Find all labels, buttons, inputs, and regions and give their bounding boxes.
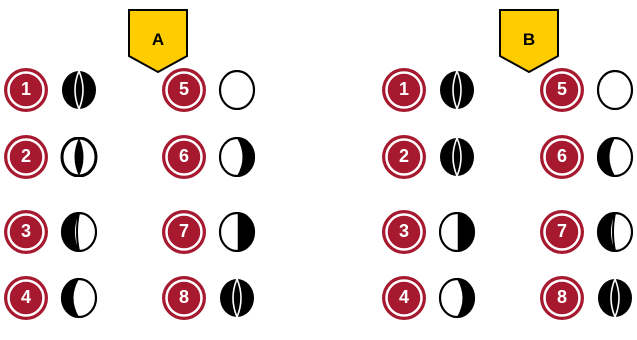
full-icon bbox=[436, 70, 478, 110]
number-badge: 2 bbox=[380, 133, 428, 181]
number-badge: 8 bbox=[538, 274, 586, 322]
number-label: 4 bbox=[380, 287, 428, 308]
phase-item-5: 5 bbox=[160, 66, 270, 114]
number-label: 6 bbox=[160, 146, 208, 167]
number-label: 7 bbox=[160, 221, 208, 242]
phase-item-5: 5 bbox=[538, 66, 637, 114]
phase-item-2: 2 bbox=[2, 133, 112, 181]
panel-label: A bbox=[127, 30, 189, 50]
number-label: 3 bbox=[380, 221, 428, 242]
number-label: 8 bbox=[160, 287, 208, 308]
full-icon bbox=[216, 278, 258, 318]
half-right-icon bbox=[436, 212, 478, 252]
number-label: 5 bbox=[538, 79, 586, 100]
half-dark-icon bbox=[58, 137, 100, 177]
number-badge: 7 bbox=[538, 208, 586, 256]
phase-item-2: 2 bbox=[380, 133, 490, 181]
panel-b: B 1 2 3 4 5 6 7 8 bbox=[318, 0, 636, 340]
phase-item-6: 6 bbox=[160, 133, 270, 181]
panel-label-tag: B bbox=[498, 0, 560, 76]
number-badge: 6 bbox=[160, 133, 208, 181]
number-label: 6 bbox=[538, 146, 586, 167]
number-badge: 1 bbox=[380, 66, 428, 114]
number-label: 2 bbox=[380, 146, 428, 167]
phase-item-6: 6 bbox=[538, 133, 637, 181]
phase-item-4: 4 bbox=[2, 274, 112, 322]
crescent-left-icon bbox=[594, 137, 636, 177]
number-badge: 6 bbox=[538, 133, 586, 181]
number-badge: 7 bbox=[160, 208, 208, 256]
phase-item-3: 3 bbox=[2, 208, 112, 256]
phase-item-1: 1 bbox=[2, 66, 112, 114]
phase-item-7: 7 bbox=[538, 208, 637, 256]
number-badge: 1 bbox=[2, 66, 50, 114]
number-badge: 5 bbox=[538, 66, 586, 114]
phase-item-3: 3 bbox=[380, 208, 490, 256]
panel-label: B bbox=[498, 30, 560, 50]
crescent-light-icon bbox=[58, 212, 100, 252]
phase-item-8: 8 bbox=[160, 274, 270, 322]
panel-label-tag: A bbox=[127, 0, 189, 76]
phase-item-8: 8 bbox=[538, 274, 637, 322]
number-label: 4 bbox=[2, 287, 50, 308]
number-label: 1 bbox=[2, 79, 50, 100]
number-badge: 2 bbox=[2, 133, 50, 181]
crescent-light-icon bbox=[594, 212, 636, 252]
full-icon bbox=[594, 278, 636, 318]
number-badge: 3 bbox=[380, 208, 428, 256]
panel-a: A 1 2 3 4 5 6 7 8 bbox=[0, 0, 318, 340]
half-right-icon bbox=[216, 212, 258, 252]
number-badge: 3 bbox=[2, 208, 50, 256]
number-label: 7 bbox=[538, 221, 586, 242]
full-icon bbox=[58, 70, 100, 110]
crescent-right-icon bbox=[216, 137, 258, 177]
number-label: 3 bbox=[2, 221, 50, 242]
crescent-right-icon bbox=[436, 278, 478, 318]
number-label: 1 bbox=[380, 79, 428, 100]
phase-item-4: 4 bbox=[380, 274, 490, 322]
number-label: 2 bbox=[2, 146, 50, 167]
empty-circle-icon bbox=[216, 70, 258, 110]
number-badge: 8 bbox=[160, 274, 208, 322]
number-badge: 5 bbox=[160, 66, 208, 114]
number-label: 5 bbox=[160, 79, 208, 100]
number-label: 8 bbox=[538, 287, 586, 308]
phase-item-7: 7 bbox=[160, 208, 270, 256]
empty-circle-icon bbox=[594, 70, 636, 110]
number-badge: 4 bbox=[380, 274, 428, 322]
phase-item-1: 1 bbox=[380, 66, 490, 114]
full-icon bbox=[436, 137, 478, 177]
number-badge: 4 bbox=[2, 274, 50, 322]
crescent-left-icon bbox=[58, 278, 100, 318]
